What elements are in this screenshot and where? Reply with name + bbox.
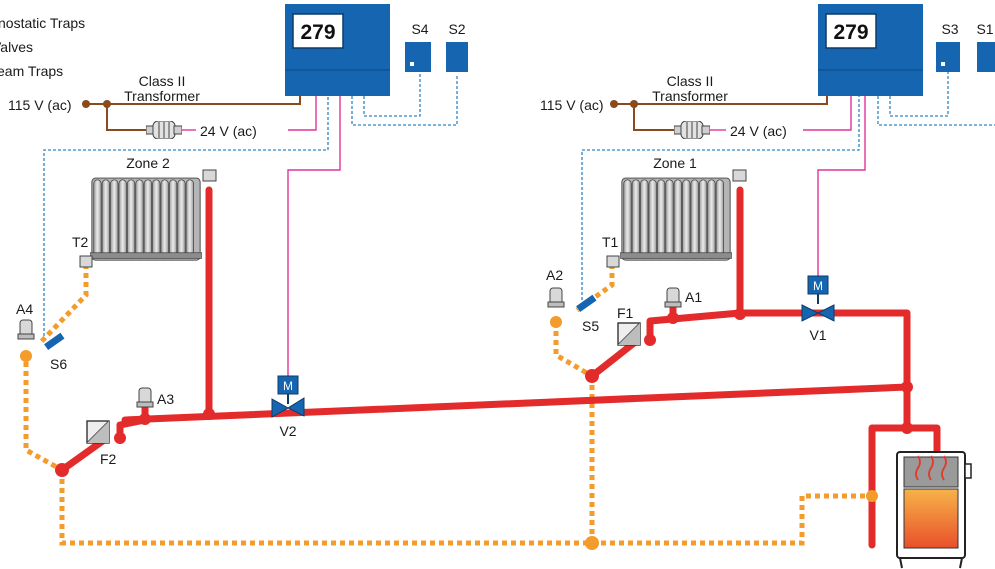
filter-f2-label: F2	[100, 451, 117, 467]
sensor-s1-label: S1	[976, 21, 993, 37]
sensor-s4: S4	[405, 21, 431, 72]
steam-piping	[58, 186, 941, 549]
pipe-sensor-s5-label: S5	[582, 318, 599, 334]
boiler	[896, 451, 972, 569]
air-vent-a3-icon	[136, 387, 154, 408]
transformer-right-icon	[674, 121, 710, 139]
controller-right[interactable]: 279	[818, 4, 923, 96]
low-voltage-right: 24 V (ac)	[730, 123, 787, 139]
trap-t1-label: T1	[602, 234, 619, 250]
trap-t2-label: T2	[72, 234, 89, 250]
transformer-left-line2: Transformer	[124, 88, 200, 104]
power-wiring	[86, 96, 828, 131]
controller-left[interactable]: 279	[285, 4, 390, 96]
steam-main-zone1	[646, 309, 744, 344]
legend-line-3: eam Traps	[0, 63, 63, 79]
valve-v1[interactable]: M V1	[801, 275, 835, 343]
supply-voltage-left: 115 V (ac)	[8, 97, 72, 113]
air-vent-a4-icon	[17, 319, 35, 340]
air-vent-a1-label: A1	[685, 289, 702, 305]
condensate-dots	[20, 316, 878, 550]
transformer-left-line1: Class II	[139, 73, 186, 89]
controller-right-display	[825, 13, 877, 49]
zone2-label: Zone 2	[126, 155, 170, 171]
trap-t1-icon	[606, 255, 620, 268]
controller-left-display-value: 279	[300, 21, 335, 44]
steam-riser-main	[736, 309, 911, 549]
transformer-right-line2: Transformer	[652, 88, 728, 104]
boiler-header-right	[903, 424, 941, 456]
filter-f1-label: F1	[617, 305, 634, 321]
air-vent-a2-icon	[547, 287, 565, 308]
filter-f2-icon	[86, 420, 110, 444]
valve-v1-motor-label: M	[813, 279, 823, 293]
air-vent-a1-icon	[664, 287, 682, 308]
signal-wiring	[287, 96, 866, 376]
air-vent-a2-label: A2	[546, 267, 563, 283]
power-dots	[103, 100, 638, 108]
controller-left-display	[292, 13, 344, 49]
radiator-zone2-valve	[202, 169, 217, 182]
valve-v1-label: V1	[809, 327, 826, 343]
pipe-sensor-s5: S5	[576, 294, 599, 334]
radiator-zone1: Zone 1	[606, 155, 747, 268]
sensor-s3: S3	[936, 21, 960, 72]
air-vent-a4-label: A4	[16, 301, 33, 317]
steam-drip-zone2	[58, 436, 108, 474]
trap-t2-icon	[79, 255, 93, 268]
legend-line-1: nostatic Traps	[0, 15, 85, 31]
junction-dots	[55, 308, 913, 477]
controller-right-display-value: 279	[833, 21, 868, 44]
legend: nostatic Traps Valves eam Traps	[0, 15, 85, 79]
condensate-to-boiler	[592, 493, 872, 546]
pipe-sensor-s6: S6	[44, 332, 67, 372]
sensor-s1: S1	[976, 21, 995, 72]
low-voltage-left: 24 V (ac)	[200, 123, 257, 139]
sensor-wiring	[43, 68, 995, 336]
valve-v2[interactable]: M V2	[271, 375, 305, 439]
sensor-s2: S2	[446, 21, 468, 72]
sensor-s3-label: S3	[941, 21, 958, 37]
condensate-line-t2	[38, 264, 89, 345]
steam-crossover-main	[121, 383, 911, 424]
boiler-firebox	[903, 488, 959, 549]
condensate-return-main	[59, 470, 592, 546]
steam-drip-zone1	[588, 339, 638, 380]
supply-voltage-right: 115 V (ac)	[540, 97, 604, 113]
transformer-left-icon	[146, 121, 182, 139]
filter-f1-icon	[617, 322, 641, 346]
radiator-zone1-valve	[732, 169, 747, 182]
valve-v2-motor-label: M	[283, 379, 293, 393]
pipe-sensor-s6-label: S6	[50, 356, 67, 372]
sensor-s4-label: S4	[411, 21, 428, 37]
radiator-zone2: Zone 2	[79, 155, 217, 268]
legend-line-2: Valves	[0, 39, 33, 55]
zone1-label: Zone 1	[653, 155, 697, 171]
valve-v2-label: V2	[279, 423, 296, 439]
sensor-s2-label: S2	[448, 21, 465, 37]
air-vent-a3-label: A3	[157, 391, 174, 407]
transformer-right-line1: Class II	[667, 73, 714, 89]
condensate-line-a2	[553, 322, 594, 379]
